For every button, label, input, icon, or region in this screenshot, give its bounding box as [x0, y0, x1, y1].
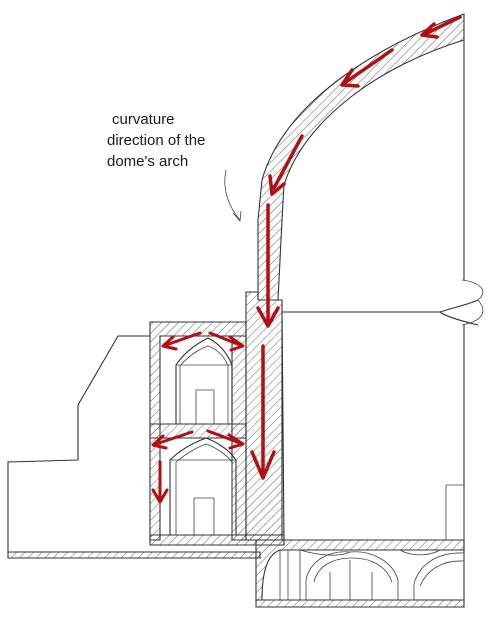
upper-gallery-niche — [175, 337, 233, 424]
force-arrow-upper-right — [208, 331, 245, 352]
outer-building-profile — [7, 335, 150, 553]
force-arrow-lower-left — [151, 430, 194, 450]
main-pier — [245, 291, 285, 541]
force-arrow-dome-top — [420, 15, 462, 39]
force-arrows — [151, 15, 462, 504]
annotation-line-2: direction of the — [107, 132, 205, 149]
lower-arcade — [255, 539, 465, 608]
force-arrow-dome-upper — [340, 48, 394, 88]
interior-room-outline — [281, 40, 484, 600]
force-arrow-dome-lower — [256, 203, 280, 328]
force-arrow-upper-left — [161, 331, 202, 351]
annotation-line-1: curvature — [112, 111, 175, 128]
ground-hatch-strip — [7, 551, 261, 559]
lower-gallery-niche — [169, 437, 237, 535]
force-arrow-pier — [250, 344, 276, 480]
force-arrow-dome-middle — [268, 134, 304, 196]
annotation-line-3: dome's arch — [107, 153, 188, 170]
force-arrow-lower-right — [206, 429, 245, 450]
force-arrow-gallery-down — [151, 460, 169, 504]
annotation-pointer-arrow — [224, 169, 242, 222]
